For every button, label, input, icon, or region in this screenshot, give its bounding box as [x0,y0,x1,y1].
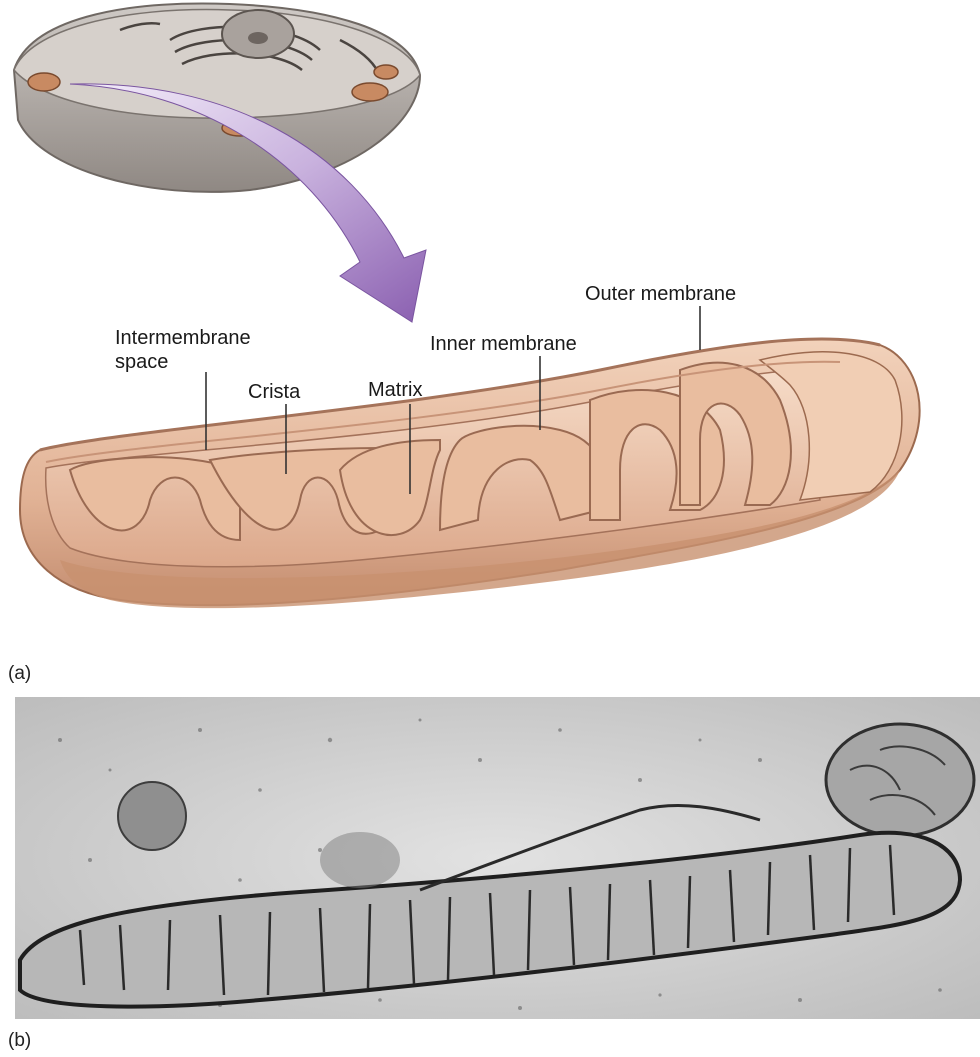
cell-illustration [14,4,420,192]
label-matrix: Matrix [368,378,422,402]
em-vesicle [118,782,186,850]
label-inner-membrane: Inner membrane [430,332,577,356]
electron-micrograph [15,697,980,1019]
label-outer-membrane: Outer membrane [585,282,736,306]
panel-b-tag: (b) [8,1030,31,1052]
em-small-mitochondrion [826,724,974,836]
label-crista: Crista [248,380,300,404]
label-intermembrane-line1: Intermembrane [115,326,251,350]
panel-a-tag: (a) [8,663,31,685]
label-intermembrane-line2: space [115,350,168,374]
mitochondrion-cutaway [20,339,920,608]
